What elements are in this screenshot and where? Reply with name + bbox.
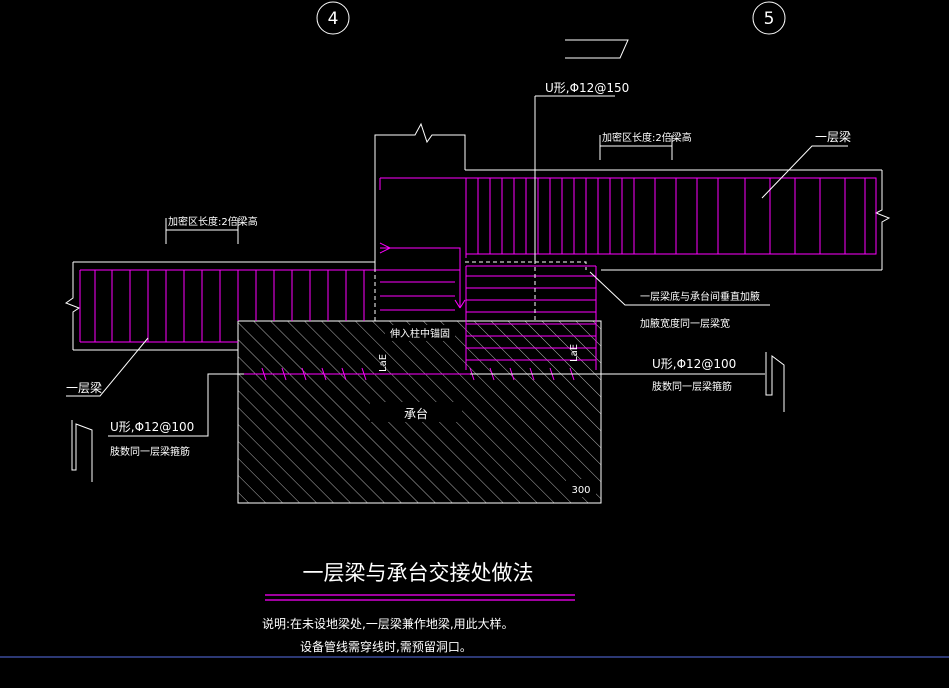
haunch-outline — [374, 260, 587, 321]
right-beam-rebar — [379, 177, 877, 258]
drawing-title: 一层梁与承台交接处做法 — [303, 561, 534, 585]
column-outline — [374, 122, 466, 268]
dim-300-label: 300 — [571, 485, 590, 496]
right-u-symbol — [765, 352, 785, 412]
section-mark — [565, 39, 629, 59]
lae-left-label: LaE — [378, 354, 389, 372]
lae-right-label: LaE — [569, 344, 580, 362]
pile-cap-label: 承台 — [404, 406, 428, 421]
axis-label-4: 4 — [328, 9, 339, 29]
zone-dim-right — [599, 135, 673, 160]
beam-right-label: 一层梁 — [815, 129, 851, 144]
top-rebar-text: U形,Φ12@150 — [545, 81, 629, 95]
right-rebar-text-1: U形,Φ12@100 — [652, 357, 736, 371]
axis-bubble-5: 5 — [752, 1, 786, 35]
zone-left-text: 加密区长度:2倍梁高 — [168, 215, 258, 228]
haunch-rebar — [379, 242, 597, 370]
zone-right-text: 加密区长度:2倍梁高 — [602, 131, 692, 144]
left-rebar-text-2: 肢数同一层梁箍筋 — [110, 445, 190, 458]
haunch-text-1: 一层梁底与承台间垂直加腋 — [640, 290, 760, 303]
haunch-callout — [589, 271, 770, 306]
beam-left-label: 一层梁 — [66, 380, 102, 395]
top-rebar-callout — [534, 95, 615, 260]
zone-dim-left — [165, 218, 239, 244]
note-line-1: 说明:在未设地梁处,一层梁兼作地梁,用此大样。 — [262, 616, 514, 631]
axis-bubble-4: 4 — [316, 1, 350, 35]
beam-leaders — [66, 145, 848, 397]
left-rebar-leader — [108, 373, 244, 437]
left-beam-rebar — [79, 269, 460, 343]
anchor-label: 伸入柱中锚固 — [390, 327, 450, 340]
title-underline — [265, 594, 575, 601]
right-beam — [465, 169, 891, 271]
left-beam — [64, 261, 375, 351]
axis-label-5: 5 — [764, 9, 775, 29]
left-u-symbol — [71, 420, 93, 482]
note-line-2: 设备管线需穿线时,需预留洞口。 — [300, 639, 472, 654]
haunch-text-2: 加腋宽度同一层梁宽 — [640, 317, 730, 330]
right-rebar-text-2: 肢数同一层梁箍筋 — [652, 380, 732, 393]
left-rebar-text-1: U形,Φ12@100 — [110, 420, 194, 434]
